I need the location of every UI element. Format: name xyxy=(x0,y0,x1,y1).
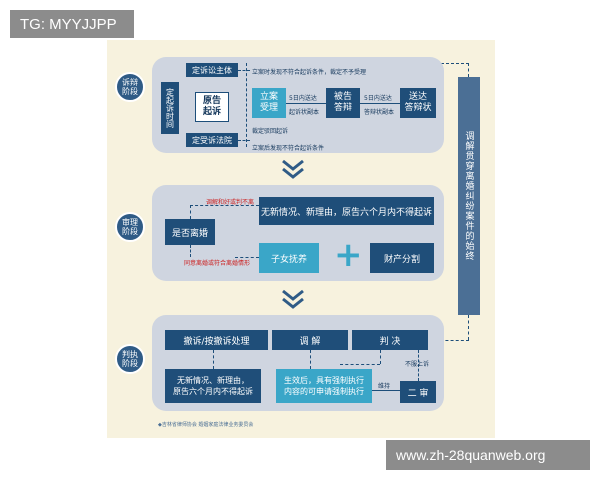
stage1-arrow-1 xyxy=(286,103,326,104)
stage2-red-bottom: 同意离婚或符合离婚情形 xyxy=(184,260,251,267)
stage3-judge-label: 判 决 xyxy=(379,336,401,347)
chevron-down-icon xyxy=(282,289,304,309)
stage1-accept-box: 立案 受理 xyxy=(252,88,286,118)
stage2-line-down xyxy=(190,245,191,257)
side-connector-bottom xyxy=(430,340,469,341)
stage1-file-box: 原告 起诉 xyxy=(195,92,229,122)
side-connector-bottom-v xyxy=(468,315,469,340)
stage3-line-keep xyxy=(372,390,400,391)
stage1-subject-box: 定诉讼主体 xyxy=(186,63,238,77)
stage2-divorce-box: 是否离婚 xyxy=(165,219,215,245)
stage2-property-label: 财产分割 xyxy=(383,254,420,265)
stage1-arrow-2 xyxy=(360,103,400,104)
stage3-line-judge xyxy=(380,350,381,364)
stage1-deliver-box: 送达 答辩状 xyxy=(400,88,436,118)
stage1-subject-label: 定诉讼主体 xyxy=(192,65,232,75)
stage2-top-label: 无新情况、新理由，原告六个月内不得起诉 xyxy=(260,207,432,218)
stage1-arrow1-bottom: 起诉状副本 xyxy=(289,109,320,116)
stage3-second-box: 二 审 xyxy=(400,381,436,403)
stage1-defend-label: 被告 答辩 xyxy=(333,92,352,113)
chevron-down-icon xyxy=(282,159,304,179)
stage2-line-bottom xyxy=(235,257,259,258)
plus-icon: + xyxy=(334,235,363,275)
stage3-middle-result-label: 生效后，具有强制执行 内容的可申请强制执行 xyxy=(284,376,364,396)
stage2-property-box: 财产分割 xyxy=(370,243,434,273)
stage3-note-appeal: 不服上诉 xyxy=(405,361,430,368)
stage1-line-court xyxy=(238,140,250,141)
stage1-time-label: 定起诉时间 xyxy=(165,88,175,128)
stage1-time-box: 定起诉时间 xyxy=(161,82,179,134)
stage2-divorce-label: 是否离婚 xyxy=(171,228,208,239)
stage3-left-result: 无新情况、新理由， 原告六个月内不得起诉 xyxy=(165,369,261,403)
stage3-middle-result: 生效后，具有强制执行 内容的可申请强制执行 xyxy=(276,369,372,403)
stage3-withdraw-box: 撤诉/按撤诉处理 xyxy=(165,330,268,350)
stage3-line-judge-h xyxy=(340,364,380,365)
side-title: 调解贯穿离婚纠纷案件的始终 xyxy=(463,131,474,261)
stage3-line-appeal xyxy=(418,350,419,381)
stage3-mediate-box: 调 解 xyxy=(272,330,348,350)
stage2-red-top: 调解和好或判不离 xyxy=(206,199,255,206)
stage2-child-label: 子女抚养 xyxy=(270,254,307,265)
stage1-arrow2-bottom: 答辩状副本 xyxy=(364,109,395,116)
stage1-note-bottom1: 裁定驳回起诉 xyxy=(252,128,289,135)
stage3-withdraw-label: 撤诉/按撤诉处理 xyxy=(183,336,250,347)
stage3-circle-label: 判执 阶段 xyxy=(122,350,138,368)
stage2-circle-label: 审理 阶段 xyxy=(122,218,138,236)
side-connector-top-v xyxy=(468,63,469,77)
stage1-defend-box: 被告 答辩 xyxy=(326,88,360,118)
side-connector-top xyxy=(436,63,469,64)
watermark-top: TG: MYYJJPP xyxy=(10,10,134,38)
stage1-accept-label: 立案 受理 xyxy=(259,92,278,113)
stage3-second-label: 二 审 xyxy=(407,388,429,399)
stage3-circle: 判执 阶段 xyxy=(115,344,145,374)
stage3-line-left xyxy=(213,350,214,369)
side-title-bar: 调解贯穿离婚纠纷案件的始终 xyxy=(458,77,480,315)
stage2-top-box: 无新情况、新理由，原告六个月内不得起诉 xyxy=(259,197,434,225)
stage3-note-keep: 维持 xyxy=(378,383,391,390)
stage2-line-up xyxy=(190,205,191,219)
stage1-circle-label: 诉辩 阶段 xyxy=(122,78,138,96)
stage1-court-label: 定受诉法院 xyxy=(192,135,232,145)
stage1-file-label: 原告 起诉 xyxy=(202,96,221,117)
stage2-circle: 审理 阶段 xyxy=(115,212,145,242)
stage1-line-subject xyxy=(238,70,250,71)
stage1-court-box: 定受诉法院 xyxy=(186,133,238,147)
stage1-circle: 诉辩 阶段 xyxy=(115,72,145,102)
watermark-bottom: www.zh-28quanweb.org xyxy=(386,440,590,470)
stage1-arrow1-top: 5日内送达 xyxy=(289,95,317,102)
stage1-deliver-label: 送达 答辩状 xyxy=(404,92,432,113)
watermark-bottom-text: www.zh-28quanweb.org xyxy=(396,447,546,463)
stage3-left-result-label: 无新情况、新理由， 原告六个月内不得起诉 xyxy=(173,376,253,396)
stage2-child-box: 子女抚养 xyxy=(259,243,319,273)
stage3-mediate-label: 调 解 xyxy=(299,336,321,347)
stage2-line-top xyxy=(190,205,259,206)
stage1-note-top: 立案时发现不符合起诉条件，裁定不予受理 xyxy=(252,69,367,76)
watermark-top-text: TG: MYYJJPP xyxy=(20,15,117,33)
stage1-line-vertical xyxy=(246,63,247,147)
stage1-arrow2-top: 5日内送达 xyxy=(364,95,392,102)
footer-credit: ◆吉林省律师协会 婚姻家庭法律业务委员会 xyxy=(158,422,254,428)
stage1-note-bottom2: 立案后发现不符合起诉条件 xyxy=(252,145,325,152)
stage3-judge-box: 判 决 xyxy=(352,330,428,350)
stage3-line-mid xyxy=(310,350,311,369)
